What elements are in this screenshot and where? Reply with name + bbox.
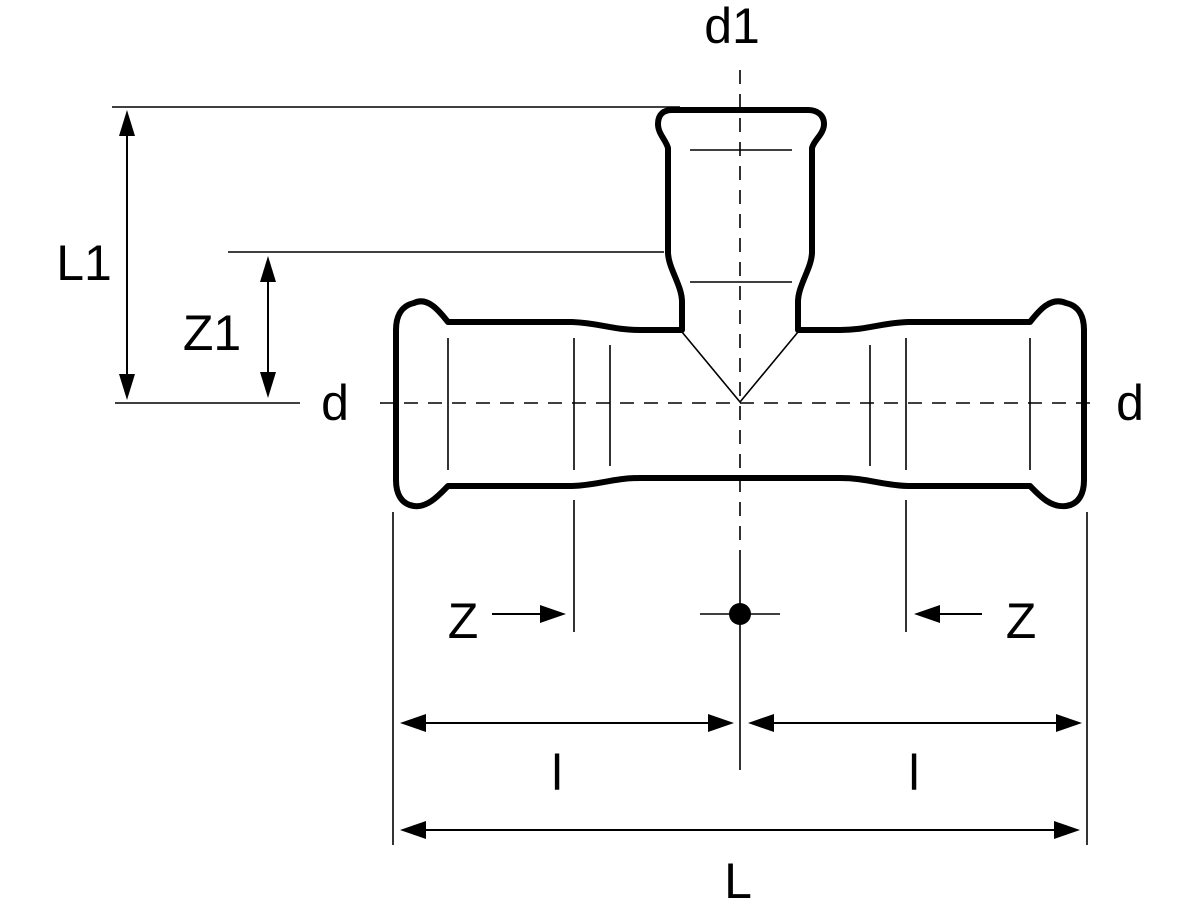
dimension-l-total xyxy=(400,821,1080,839)
label-z-right: Z xyxy=(1006,593,1037,649)
centre-lines xyxy=(380,70,1100,770)
dimension-z-right-arrow xyxy=(914,605,982,623)
branch-cone xyxy=(681,331,799,404)
label-z1: Z1 xyxy=(183,305,241,361)
dimension-l-left xyxy=(400,714,734,732)
dimension-z1 xyxy=(260,256,276,398)
dimension-z-left-arrow xyxy=(492,605,566,623)
fitting-internal-lines xyxy=(447,149,1031,470)
label-l-total: L xyxy=(724,853,752,900)
label-l-left: l xyxy=(551,745,562,801)
label-d1: d1 xyxy=(704,0,760,54)
centre-point-marker xyxy=(729,603,751,625)
label-l-right: l xyxy=(908,745,919,801)
dimension-l1 xyxy=(119,110,135,400)
label-d-right: d xyxy=(1116,375,1144,431)
fitting-outline-top xyxy=(411,107,1087,333)
fitting-outline-bottom xyxy=(393,300,1033,510)
label-l1: L1 xyxy=(56,235,112,291)
tee-fitting-body xyxy=(393,107,1087,510)
dimension-labels: d1 L1 Z1 d d Z Z l l L xyxy=(56,0,1144,900)
extension-lines xyxy=(112,106,1088,845)
label-z-left: Z xyxy=(448,593,479,649)
dimension-lines xyxy=(119,110,1082,839)
label-d-left: d xyxy=(321,375,349,431)
dimension-l-right xyxy=(748,714,1082,732)
fitting-outline-right-end xyxy=(1027,327,1087,510)
